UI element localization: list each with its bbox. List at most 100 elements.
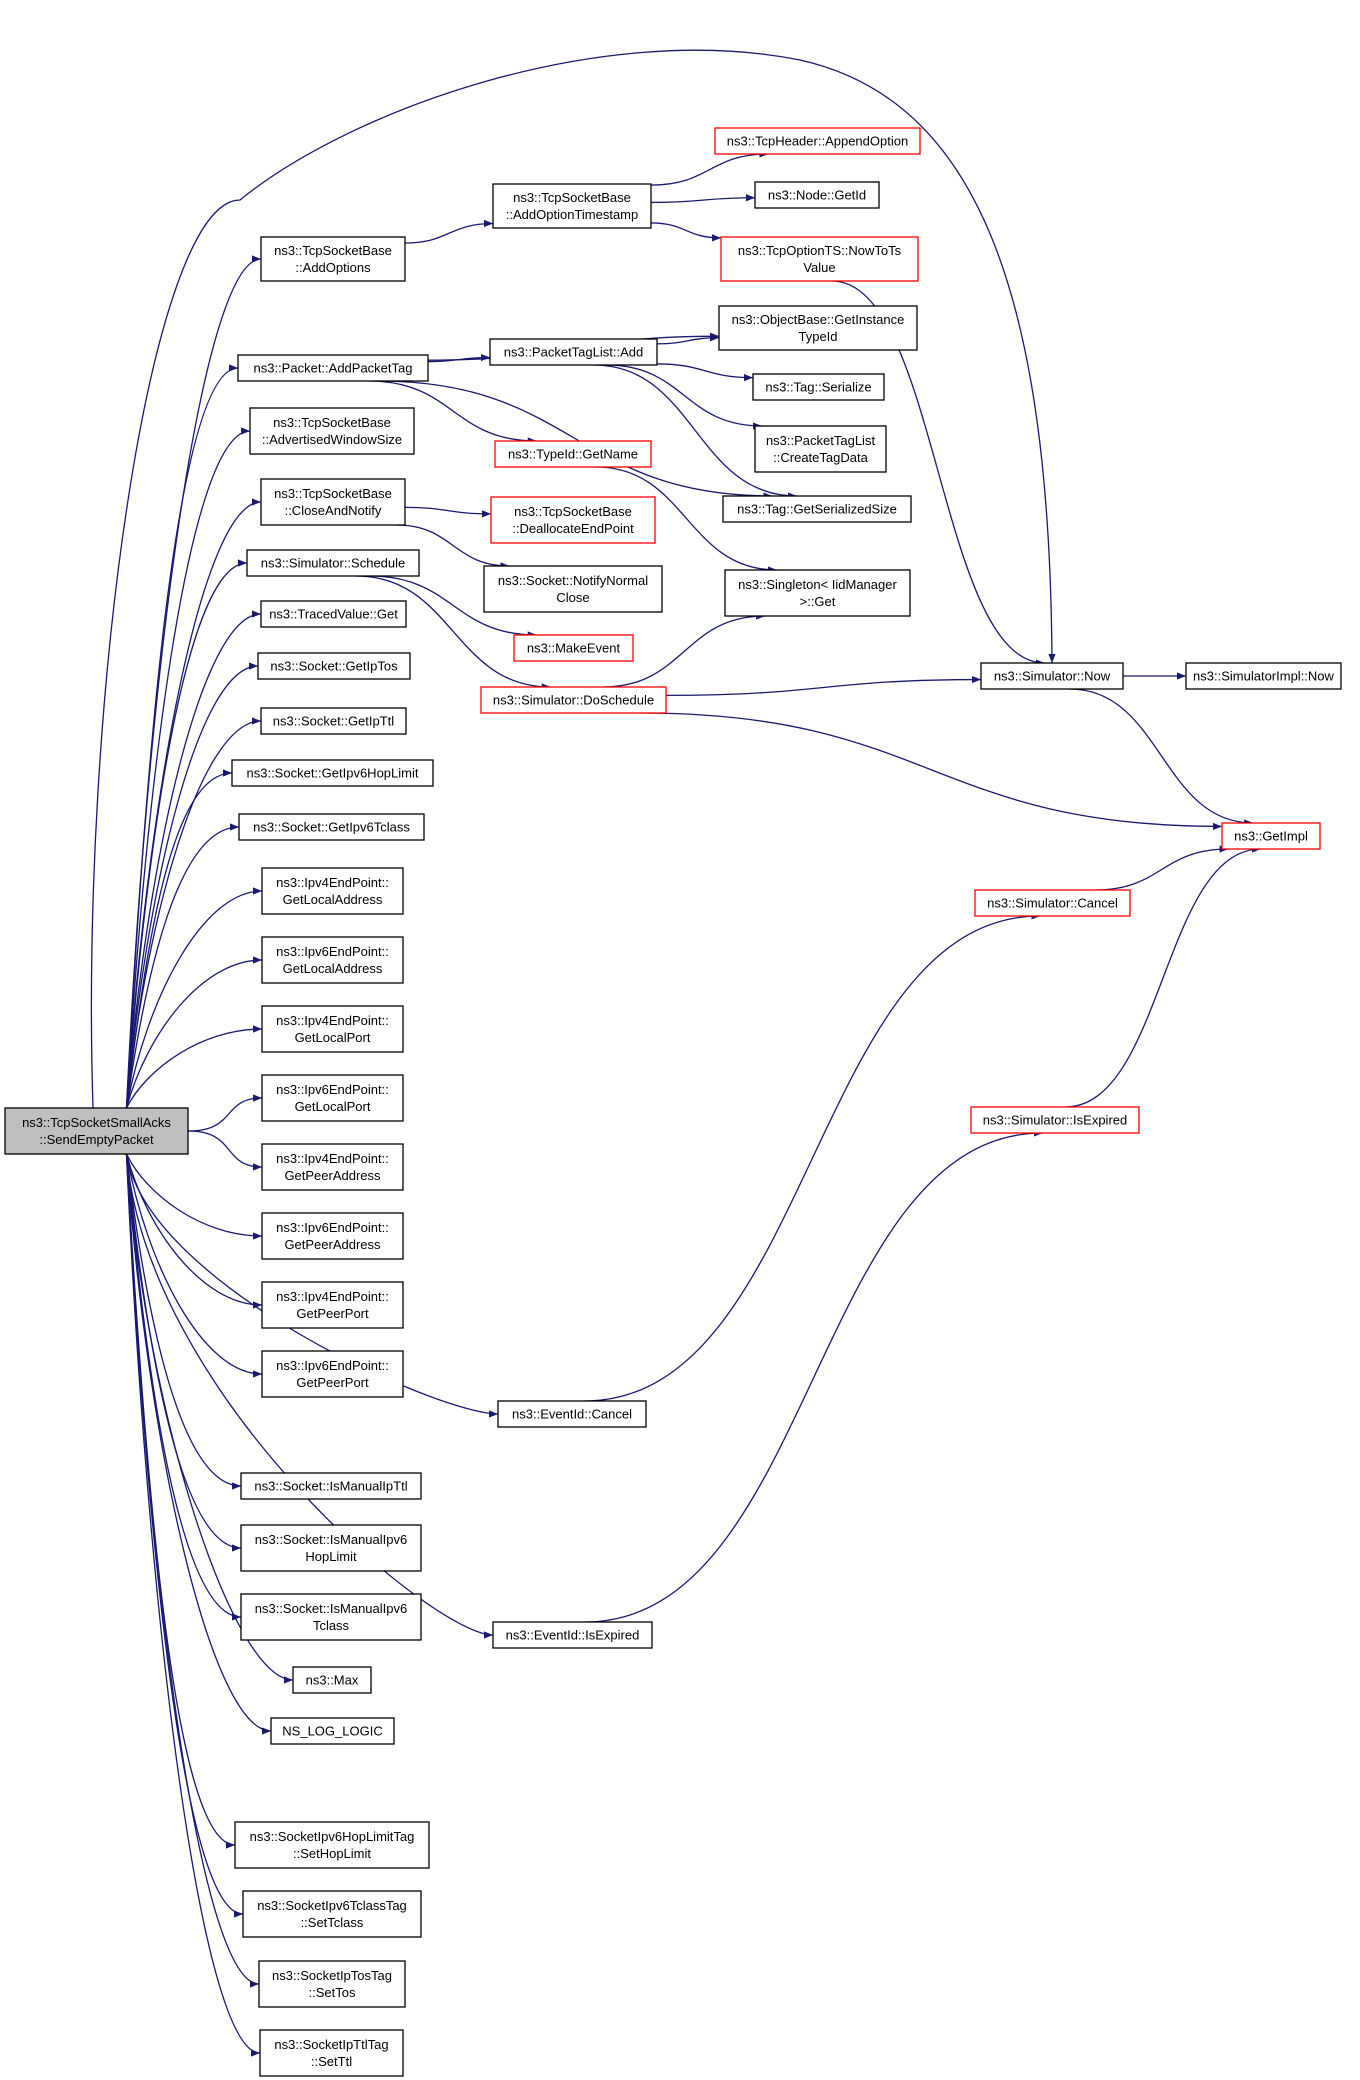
node-max[interactable]: ns3::Max bbox=[292, 1666, 372, 1694]
node-simImplNow[interactable]: ns3::SimulatorImpl::Now bbox=[1185, 662, 1342, 690]
node-label: ns3::Socket::GetIpTtl bbox=[273, 714, 394, 729]
node-box bbox=[258, 1960, 406, 2008]
node-doSchedule[interactable]: ns3::Simulator::DoSchedule bbox=[480, 686, 667, 714]
edge-root-to-isManualTtl bbox=[125, 1153, 242, 1490]
node-label: ns3::TcpSocketBase bbox=[274, 243, 392, 258]
node-box bbox=[489, 338, 658, 366]
node-simNow[interactable]: ns3::Simulator::Now bbox=[980, 662, 1124, 690]
node-makeEvent[interactable]: ns3::MakeEvent bbox=[513, 634, 634, 662]
node-getIpv6Tclass[interactable]: ns3::Socket::GetIpv6Tclass bbox=[238, 813, 425, 841]
node-label: ns3::TcpSocketBase bbox=[274, 486, 392, 501]
edge-root-to-setTos bbox=[125, 1153, 260, 1988]
node-setTtl[interactable]: ns3::SocketIpTtlTag::SetTtl bbox=[259, 2029, 404, 2077]
edge-root-to-simNow bbox=[90, 49, 1056, 1109]
node-box bbox=[292, 1666, 372, 1694]
node-createTagData[interactable]: ns3::PacketTagList::CreateTagData bbox=[754, 425, 887, 473]
node-setTclass[interactable]: ns3::SocketIpv6TclassTag::SetTclass bbox=[242, 1890, 422, 1938]
node-label: ns3::Socket::GetIpv6Tclass bbox=[253, 820, 410, 835]
node-box bbox=[234, 1821, 430, 1869]
node-schedule[interactable]: ns3::Simulator::Schedule bbox=[246, 549, 420, 577]
node-ipv4PeerAddr[interactable]: ns3::Ipv4EndPoint::GetPeerAddress bbox=[261, 1143, 404, 1191]
node-dealloc[interactable]: ns3::TcpSocketBase::DeallocateEndPoint bbox=[490, 496, 656, 544]
edge-nowToTs-to-simNow bbox=[831, 280, 1045, 667]
node-closeNotify[interactable]: ns3::TcpSocketBase::CloseAndNotify bbox=[260, 478, 406, 526]
node-tracedGet[interactable]: ns3::TracedValue::Get bbox=[260, 600, 407, 628]
edge-root-to-getIpTos bbox=[125, 662, 259, 1109]
node-box bbox=[724, 569, 911, 617]
edge-root-to-ipv4PeerPort bbox=[125, 1153, 263, 1309]
node-root[interactable]: ns3::TcpSocketSmallAcks::SendEmptyPacket bbox=[4, 1107, 189, 1155]
node-ipv6LocalAddr[interactable]: ns3::Ipv6EndPoint::GetLocalAddress bbox=[261, 936, 404, 984]
node-ipv4LocalPort[interactable]: ns3::Ipv4EndPoint::GetLocalPort bbox=[261, 1005, 404, 1053]
node-eventCancel[interactable]: ns3::EventId::Cancel bbox=[497, 1400, 647, 1428]
node-label: ns3::GetImpl bbox=[1234, 829, 1308, 844]
node-box bbox=[497, 1400, 647, 1428]
node-nsLog[interactable]: NS_LOG_LOGIC bbox=[270, 1717, 395, 1745]
node-setHop[interactable]: ns3::SocketIpv6HopLimitTag::SetHopLimit bbox=[234, 1821, 430, 1869]
node-addOptTs[interactable]: ns3::TcpSocketBase::AddOptionTimestamp bbox=[492, 183, 652, 229]
node-ipv6PeerAddr[interactable]: ns3::Ipv6EndPoint::GetPeerAddress bbox=[261, 1212, 404, 1260]
node-addPacketTag[interactable]: ns3::Packet::AddPacketTag bbox=[237, 354, 429, 382]
edge-addOptions-to-addOptTs bbox=[404, 219, 494, 244]
node-box bbox=[237, 354, 429, 382]
node-box bbox=[720, 236, 919, 282]
node-box bbox=[257, 652, 411, 680]
node-box bbox=[4, 1107, 189, 1155]
node-label: ns3::TcpSocketBase bbox=[514, 504, 632, 519]
node-label: ::SendEmptyPacket bbox=[39, 1132, 154, 1147]
node-getIpTos[interactable]: ns3::Socket::GetIpTos bbox=[257, 652, 411, 680]
node-simIsExpired[interactable]: ns3::Simulator::IsExpired bbox=[970, 1106, 1140, 1134]
node-label: ns3::Node::GetId bbox=[768, 188, 866, 203]
edge-doSchedule-to-singletonGet bbox=[603, 612, 766, 688]
node-label: GetPeerAddress bbox=[284, 1168, 381, 1183]
node-label: ns3::Singleton< IidManager bbox=[738, 577, 897, 592]
node-label: Tclass bbox=[313, 1618, 350, 1633]
node-ipv4PeerPort[interactable]: ns3::Ipv4EndPoint::GetPeerPort bbox=[261, 1281, 404, 1329]
node-advWin[interactable]: ns3::TcpSocketBase::AdvertisedWindowSize bbox=[249, 407, 415, 455]
node-label: GetLocalPort bbox=[295, 1030, 371, 1045]
node-setTos[interactable]: ns3::SocketIpTosTag::SetTos bbox=[258, 1960, 406, 2008]
node-tagSerSize[interactable]: ns3::Tag::GetSerializedSize bbox=[722, 495, 912, 523]
edge-simCancel-to-getImpl bbox=[1094, 845, 1229, 891]
node-box bbox=[970, 1106, 1140, 1134]
node-label: ns3::MakeEvent bbox=[527, 641, 621, 656]
node-typeGetName[interactable]: ns3::TypeId::GetName bbox=[494, 440, 652, 468]
node-label: ns3::TcpSocketBase bbox=[513, 190, 631, 205]
node-label: GetLocalPort bbox=[295, 1099, 371, 1114]
edge-addOptTs-to-appendOpt bbox=[650, 150, 769, 186]
node-ipv6PeerPort[interactable]: ns3::Ipv6EndPoint::GetPeerPort bbox=[261, 1350, 404, 1398]
node-getIpv6Hop[interactable]: ns3::Socket::GetIpv6HopLimit bbox=[231, 759, 434, 787]
node-addOptions[interactable]: ns3::TcpSocketBase::AddOptions bbox=[260, 236, 406, 282]
node-appendOpt[interactable]: ns3::TcpHeader::AppendOption bbox=[714, 127, 921, 155]
node-ipv6LocalPort[interactable]: ns3::Ipv6EndPoint::GetLocalPort bbox=[261, 1074, 404, 1122]
node-box bbox=[249, 407, 415, 455]
node-nodeGetId[interactable]: ns3::Node::GetId bbox=[754, 181, 880, 209]
node-getImpl[interactable]: ns3::GetImpl bbox=[1221, 822, 1321, 850]
edge-root-to-isManualTclass bbox=[125, 1153, 242, 1621]
node-singletonGet[interactable]: ns3::Singleton< IidManager>::Get bbox=[724, 569, 911, 617]
node-simCancel[interactable]: ns3::Simulator::Cancel bbox=[974, 889, 1131, 917]
edge-root-to-nsLog bbox=[125, 1153, 272, 1735]
edge-root-to-ipv6LocalPort bbox=[188, 1094, 263, 1132]
node-ptlAdd[interactable]: ns3::PacketTagList::Add bbox=[489, 338, 658, 366]
node-label: ns3::TcpOptionTS::NowToTs bbox=[738, 243, 902, 258]
edge-ptlAdd-to-objGetInst bbox=[656, 334, 720, 345]
node-box bbox=[483, 565, 663, 613]
node-isManualTtl[interactable]: ns3::Socket::IsManualIpTtl bbox=[240, 1472, 422, 1500]
edge-addOptTs-to-nowToTs bbox=[650, 222, 722, 242]
node-getIpTtl[interactable]: ns3::Socket::GetIpTtl bbox=[260, 707, 407, 735]
node-tagSerialize[interactable]: ns3::Tag::Serialize bbox=[752, 373, 885, 401]
node-box bbox=[261, 1005, 404, 1053]
edge-closeNotify-to-notifyClose bbox=[396, 524, 510, 570]
edge-root-to-ipv4PeerAddr bbox=[188, 1130, 263, 1171]
node-box bbox=[722, 495, 912, 523]
node-eventExpired[interactable]: ns3::EventId::IsExpired bbox=[492, 1621, 653, 1649]
node-box bbox=[261, 1212, 404, 1260]
node-label: ns3::Ipv4EndPoint:: bbox=[276, 875, 389, 890]
node-ipv4LocalAddr[interactable]: ns3::Ipv4EndPoint::GetLocalAddress bbox=[261, 867, 404, 915]
